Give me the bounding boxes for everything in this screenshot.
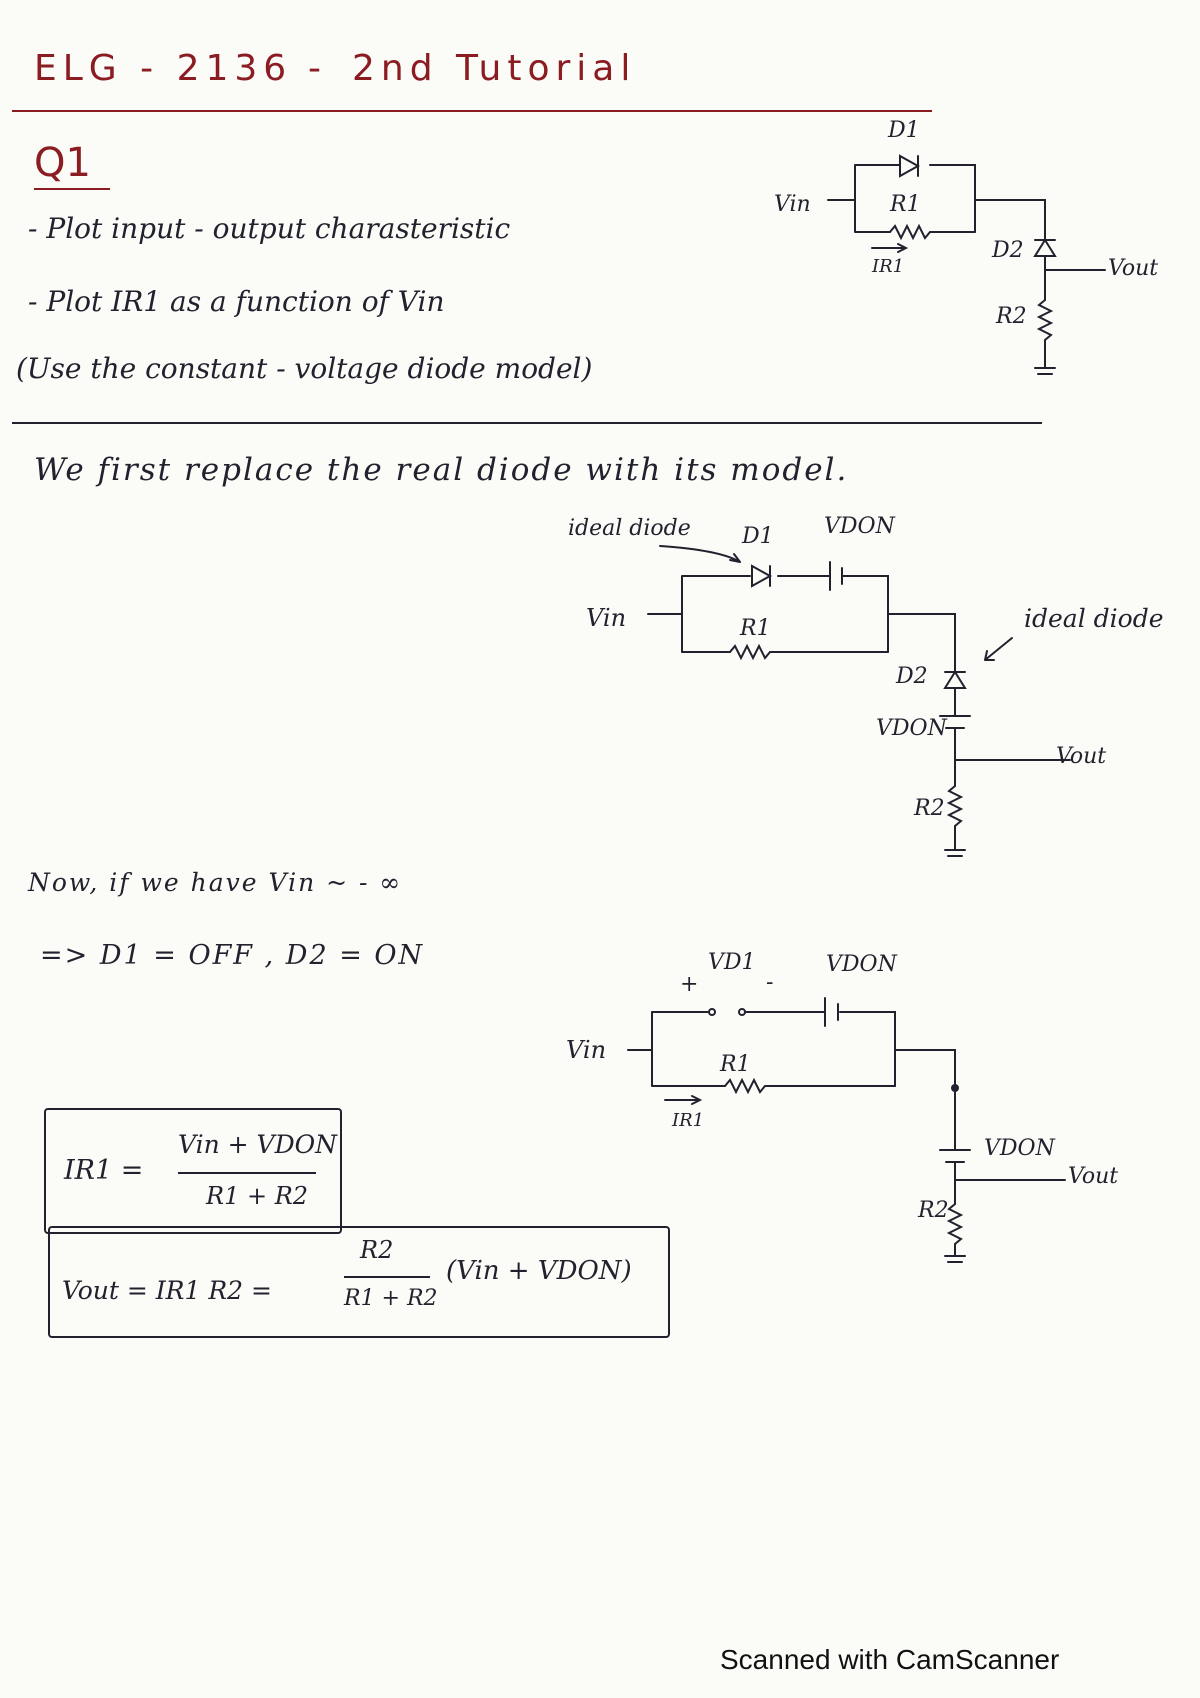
vout-tail: (Vin + VDON) xyxy=(446,1256,632,1286)
c2-ideal-diode-label-2: ideal diode xyxy=(1024,604,1164,633)
c3-vin-label: Vin xyxy=(566,1036,607,1064)
c3-plus-label: + xyxy=(680,972,699,997)
header-separator: - xyxy=(308,48,327,89)
case-line-2: => D1 = OFF , D2 = ON xyxy=(40,940,425,971)
circuit-3 xyxy=(627,997,1066,1263)
c3-vout-label: Vout xyxy=(1068,1164,1119,1189)
d2-diode xyxy=(1033,238,1057,257)
c3-vd1-label: VD1 xyxy=(708,950,756,975)
intro-text: We first replace the real diode with its… xyxy=(34,452,849,488)
tutorial-title: 2nd Tutorial xyxy=(352,48,637,89)
d1-ideal-diode xyxy=(751,564,773,588)
r1-resistor-3 xyxy=(724,1077,896,1095)
c2-ideal-diode-label-1: ideal diode xyxy=(568,516,691,541)
c2-vdon1-label: VDON xyxy=(824,514,895,539)
c1-r1-label: R1 xyxy=(890,192,921,217)
c3-ir1-label: IR1 xyxy=(672,1110,705,1131)
vout-equation-box xyxy=(48,1226,670,1338)
question-item-2: - Plot IR1 as a function of Vin xyxy=(28,285,445,318)
vdon1-source-3 xyxy=(824,997,839,1027)
c1-d1-label: D1 xyxy=(888,118,920,143)
c2-vout-label: Vout xyxy=(1056,744,1107,769)
c2-d2-label: D2 xyxy=(896,664,928,689)
r1-resistor xyxy=(889,223,976,241)
question-item-3: (Use the constant - voltage diode model) xyxy=(16,352,593,385)
d1-diode xyxy=(899,154,921,178)
c2-r2-label: R2 xyxy=(914,796,945,821)
vdon1-source xyxy=(829,561,843,591)
circuit-1 xyxy=(827,154,1106,375)
r2-resistor xyxy=(1036,299,1054,369)
c3-minus-label: - xyxy=(766,970,774,995)
vout-numerator: R2 xyxy=(360,1236,394,1264)
vout-lhs: Vout = IR1 R2 = xyxy=(62,1276,272,1305)
case-line-1: Now, if we have Vin ~ - ∞ xyxy=(28,868,403,897)
c3-r2-label: R2 xyxy=(918,1198,949,1223)
c3-vdon1-label: VDON xyxy=(826,952,897,977)
vdon2-source-3 xyxy=(939,1149,971,1163)
ir1-lhs: IR1 = xyxy=(64,1155,144,1186)
c1-vout-label: Vout xyxy=(1108,256,1159,281)
c2-d1-label: D1 xyxy=(742,524,774,549)
c1-vin-label: Vin xyxy=(774,192,811,217)
question-rule xyxy=(12,422,1042,424)
c2-r1-label: R1 xyxy=(740,616,771,641)
r2-resistor-3 xyxy=(946,1203,964,1257)
r1-resistor-2 xyxy=(729,643,889,661)
c3-r1-label: R1 xyxy=(720,1052,751,1077)
c1-ir1-label: IR1 xyxy=(872,256,905,277)
r2-resistor-2 xyxy=(946,785,964,851)
question-item-1: - Plot input - output charasteristic xyxy=(28,212,511,245)
circuit-2 xyxy=(647,545,1071,857)
course-code: ELG - 2136 xyxy=(34,48,293,89)
vout-denominator: R1 + R2 xyxy=(344,1286,438,1311)
c1-r2-label: R2 xyxy=(996,304,1027,329)
c3-vdon2-label: VDON xyxy=(984,1136,1055,1161)
ir1-equation-box xyxy=(44,1108,342,1234)
ir1-denominator: R1 + R2 xyxy=(206,1182,309,1210)
vout-fraction-bar xyxy=(344,1276,430,1278)
c1-d2-label: D2 xyxy=(992,238,1024,263)
header-rule xyxy=(12,110,932,112)
scanner-footer: Scanned with CamScanner xyxy=(720,1644,1060,1675)
ir1-fraction-bar xyxy=(178,1172,316,1174)
c2-vin-label: Vin xyxy=(586,604,627,632)
question-underline xyxy=(34,188,110,190)
c2-vdon2-label: VDON xyxy=(876,716,947,741)
ir1-numerator: Vin + VDON xyxy=(178,1130,338,1159)
d2-ideal-diode xyxy=(943,670,967,689)
question-label: Q1 xyxy=(34,140,91,186)
